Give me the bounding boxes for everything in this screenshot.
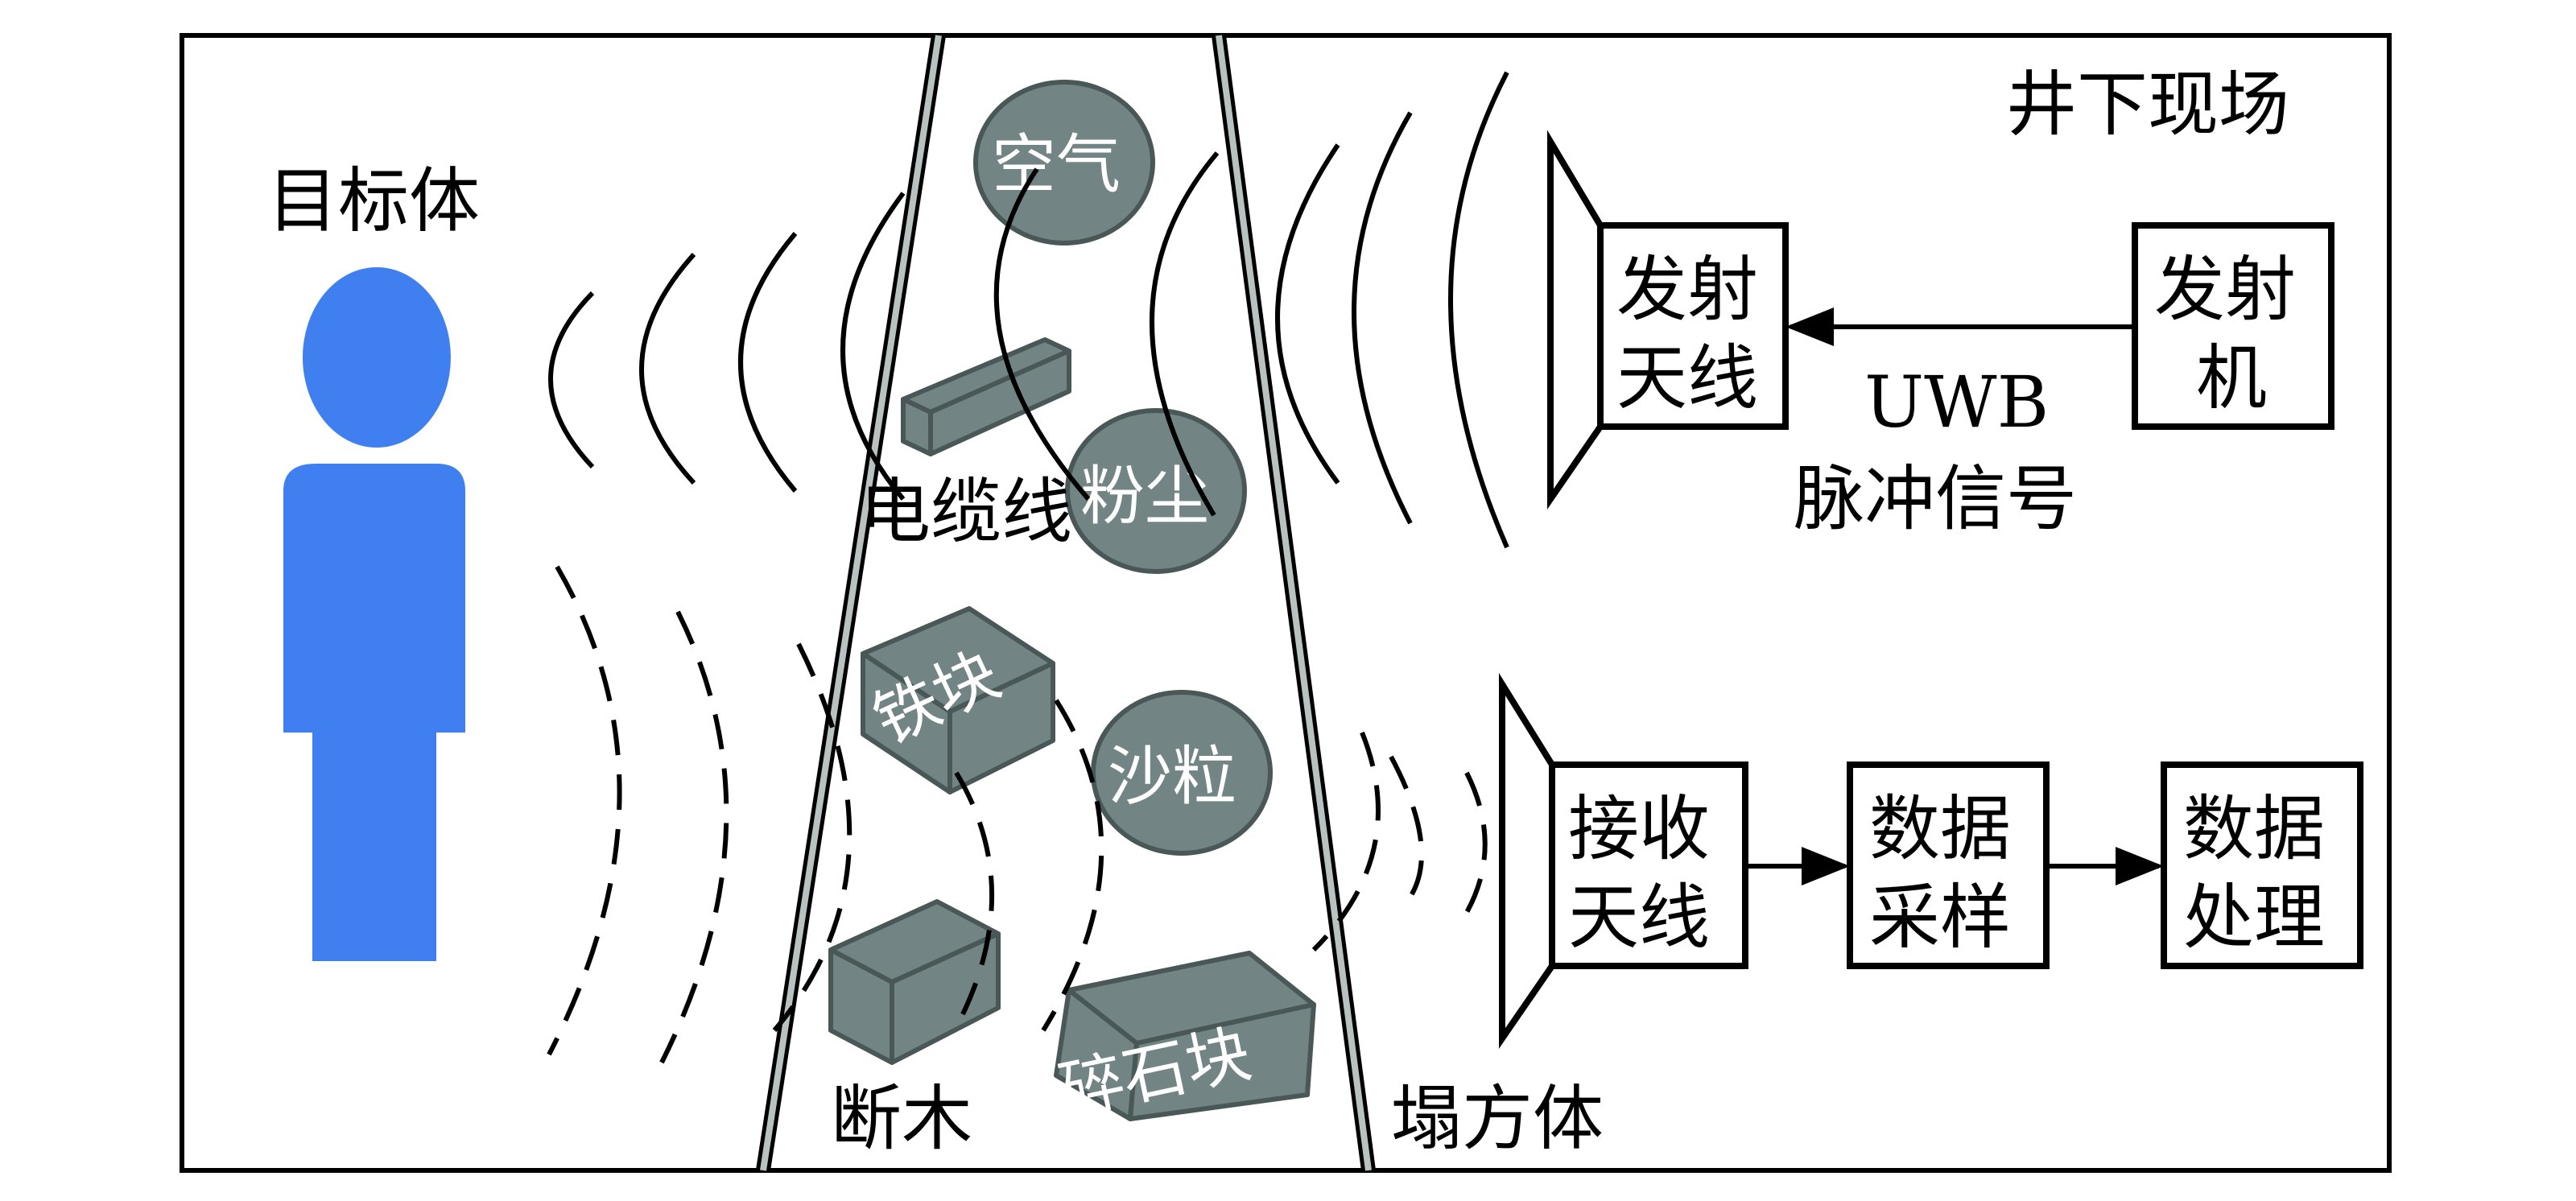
collapse-label: 塌方体 [1391,1077,1604,1160]
transmitter-box [2132,222,2334,430]
sampling-line2: 采样 [1869,876,2011,959]
tx-antenna-line1: 发射 [1616,248,1758,331]
tx-antenna-line2: 天线 [1616,336,1758,419]
cable-label: 电缆线 [860,470,1072,553]
signal-line1: UWB [1864,361,2049,444]
signal-line2: 脉冲信号 [1794,457,2077,540]
processing-box [2161,761,2363,969]
reflected-waves [547,565,1488,1064]
cable-block [901,337,1071,456]
sampling-box [1847,761,2050,969]
processing-line1: 数据 [2183,787,2325,870]
transmitter-line2: 机 [2196,336,2267,419]
target-person-icon [283,267,465,961]
sand-ellipse: 沙粒 [1091,690,1273,856]
tx-antenna-box [1597,222,1789,430]
air-ellipse: 空气 [973,80,1155,246]
svg-text:空气: 空气 [992,127,1121,202]
transmitter-line1: 发射 [2154,248,2296,331]
wood-block [828,899,1001,1065]
svg-text:沙粒: 沙粒 [1108,739,1236,814]
rx-antenna-line1: 接收 [1568,787,1710,870]
target-label: 目标体 [267,159,480,242]
rubble-block: 碎石块 [1053,951,1316,1129]
transmit-waves [548,71,1509,549]
iron-block: 铁块 [861,606,1055,794]
scene-label: 井下现场 [2006,63,2289,146]
dust-ellipse: 粉尘 [1065,408,1247,574]
collapse-walls [756,34,1376,1172]
rx-antenna-line2: 天线 [1568,876,1710,959]
sampling-line1: 数据 [1869,787,2011,870]
wood-label: 断木 [831,1077,972,1160]
processing-line2: 处理 [2183,876,2325,959]
